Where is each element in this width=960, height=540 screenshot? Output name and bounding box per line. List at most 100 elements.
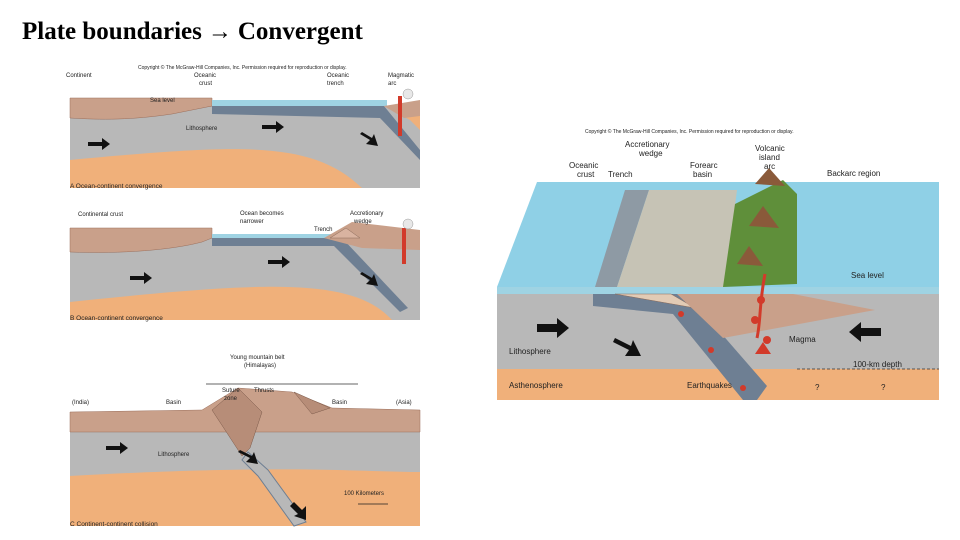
arrow-down-icon-a3 <box>360 132 378 146</box>
earthquake-dot-3 <box>740 385 746 391</box>
arrow-down-icon-c3 <box>290 502 306 520</box>
slide-title: Plate boundaries→Convergent <box>22 18 363 46</box>
trench-strip <box>595 190 649 287</box>
label-accretionary-wedge-b-2: wedge <box>353 219 372 225</box>
arrow-down-icon-c2 <box>238 450 258 464</box>
label-sea-level-a: Sea level <box>150 98 175 104</box>
forearc-basin-floor <box>617 190 737 287</box>
title-right: Convergent <box>237 18 363 45</box>
arrow-down-icon-r2 <box>613 338 641 356</box>
label-volcanic-arc-r-1: Volcanic <box>755 144 785 153</box>
label-trench-b: Trench <box>314 227 332 233</box>
label-unknown-1: ? <box>815 383 820 392</box>
volcano-peak-2 <box>749 206 779 228</box>
arrow-down-icon-b3 <box>360 272 378 286</box>
label-india-c: (India) <box>72 400 89 406</box>
magma-blob-1 <box>757 296 765 304</box>
label-continent-a: Continent <box>66 73 92 79</box>
label-oceanic-trench-a-2: trench <box>327 81 344 87</box>
arrow-right-icon-c1 <box>106 442 128 454</box>
magma-conduit-a <box>398 96 402 136</box>
volcano-plume-icon-b <box>402 218 414 230</box>
label-magmatic-arc-a-2: arc <box>388 81 396 87</box>
arrow-right-icon-a2 <box>262 121 284 133</box>
label-oceanic-crust-a-1: Oceanic <box>194 73 216 79</box>
right-copyright: Copyright © The McGraw-Hill Companies, I… <box>585 128 794 135</box>
magma-blob-2 <box>751 316 759 324</box>
section-c: Young mountain belt (Himalayas) Suture z… <box>69 355 421 528</box>
label-accretionary-wedge-r-1: Accretionary <box>625 140 669 149</box>
label-magma-r: Magma <box>789 335 816 344</box>
label-magmatic-arc-a-1: Magmatic <box>388 73 414 79</box>
label-lithosphere-r: Lithosphere <box>509 347 551 356</box>
volcano-peak-1 <box>755 168 785 186</box>
caption-a: A Ocean-continent convergence <box>70 183 163 190</box>
volcano-plume-icon-a <box>402 88 414 100</box>
label-forearc-basin-r-1: Forearc <box>690 161 718 170</box>
lithosphere-band-a <box>70 106 420 188</box>
right-diagram: Copyright © The McGraw-Hill Companies, I… <box>497 128 939 400</box>
magma-up-arrow-icon <box>755 342 771 354</box>
caption-c: C Continent-continent collision <box>70 521 158 528</box>
label-basin-right-c: Basin <box>332 400 347 406</box>
caption-b: B Ocean-continent convergence <box>70 315 163 322</box>
right-arrow-icon: → <box>207 19 232 45</box>
label-lithosphere-a: Lithosphere <box>186 126 218 132</box>
label-sea-level-r: Sea level <box>851 271 884 280</box>
thrust-wedge-c <box>293 391 331 415</box>
label-trench-r: Trench <box>608 170 633 179</box>
label-young-belt-c-1: Young mountain belt <box>230 355 285 361</box>
arrow-right-icon-r1 <box>537 318 569 338</box>
label-unknown-2: ? <box>881 383 886 392</box>
section-b: Continental crust Ocean becomes narrower… <box>69 211 420 322</box>
magma-conduit-b <box>402 228 406 264</box>
label-oceanic-crust-a-2: crust <box>199 81 212 87</box>
label-earthquakes-r: Earthquakes <box>687 381 732 390</box>
arrow-right-icon-b2 <box>268 256 290 268</box>
label-suture-zone-c-2: zone <box>224 396 238 402</box>
sea-water-front <box>497 287 939 294</box>
oceanic-crust-a <box>212 106 420 160</box>
ocean-b <box>212 234 332 238</box>
section-a: Continent Oceanic crust Oceanic trench M… <box>66 73 420 190</box>
label-forearc-basin-r-2: basin <box>693 170 712 179</box>
arrow-left-icon-r3 <box>849 322 881 342</box>
label-volcanic-arc-r-3: arc <box>764 162 775 171</box>
label-accretionary-wedge-b-1: Accretionary <box>350 211 383 217</box>
continent-b <box>69 227 213 253</box>
accretionary-wedge-b <box>329 227 361 239</box>
title-left: Plate boundaries <box>22 18 202 45</box>
label-oceanic-crust-r-2: crust <box>577 170 595 179</box>
asthenosphere-front <box>497 369 939 400</box>
label-lithosphere-c: Lithosphere <box>158 452 190 458</box>
magma-blob-3 <box>763 336 771 344</box>
ocean-a <box>212 100 387 106</box>
label-oceanic-crust-r-1: Oceanic <box>569 161 598 170</box>
subducting-oceanic-crust <box>593 294 767 400</box>
lithosphere-band-b <box>70 238 420 320</box>
label-young-belt-c-2: (Himalayas) <box>244 363 276 369</box>
label-depth-r: 100-km depth <box>853 360 902 369</box>
earthquake-dot-1 <box>678 311 684 317</box>
label-accretionary-wedge-r-2: wedge <box>638 149 663 158</box>
label-backarc-region-r: Backarc region <box>827 169 880 178</box>
arrow-right-icon-b1 <box>130 272 152 284</box>
label-basin-left-c: Basin <box>166 400 181 406</box>
volcano-peak-3 <box>737 246 763 266</box>
overriding-plate-b <box>324 222 420 250</box>
label-ocean-narrower-b-2: narrower <box>240 219 264 225</box>
label-thrusts-c: Thrusts <box>254 388 274 394</box>
label-asia-c: (Asia) <box>396 400 412 406</box>
earthquake-dot-2 <box>708 347 714 353</box>
accretionary-wedge-front <box>614 293 696 309</box>
label-oceanic-trench-a-1: Oceanic <box>327 73 349 79</box>
left-diagram: Copyright © The McGraw-Hill Companies, I… <box>66 64 421 528</box>
magma-path <box>755 273 767 339</box>
label-ocean-narrower-b-1: Ocean becomes <box>240 211 284 217</box>
suture-zone-c <box>211 387 263 457</box>
left-copyright: Copyright © The McGraw-Hill Companies, I… <box>138 64 347 71</box>
arc-crust-front <box>677 294 875 338</box>
continent-a <box>69 97 213 120</box>
label-asthenosphere-r: Asthenosphere <box>509 381 563 390</box>
label-volcanic-arc-r-2: island <box>759 153 780 162</box>
